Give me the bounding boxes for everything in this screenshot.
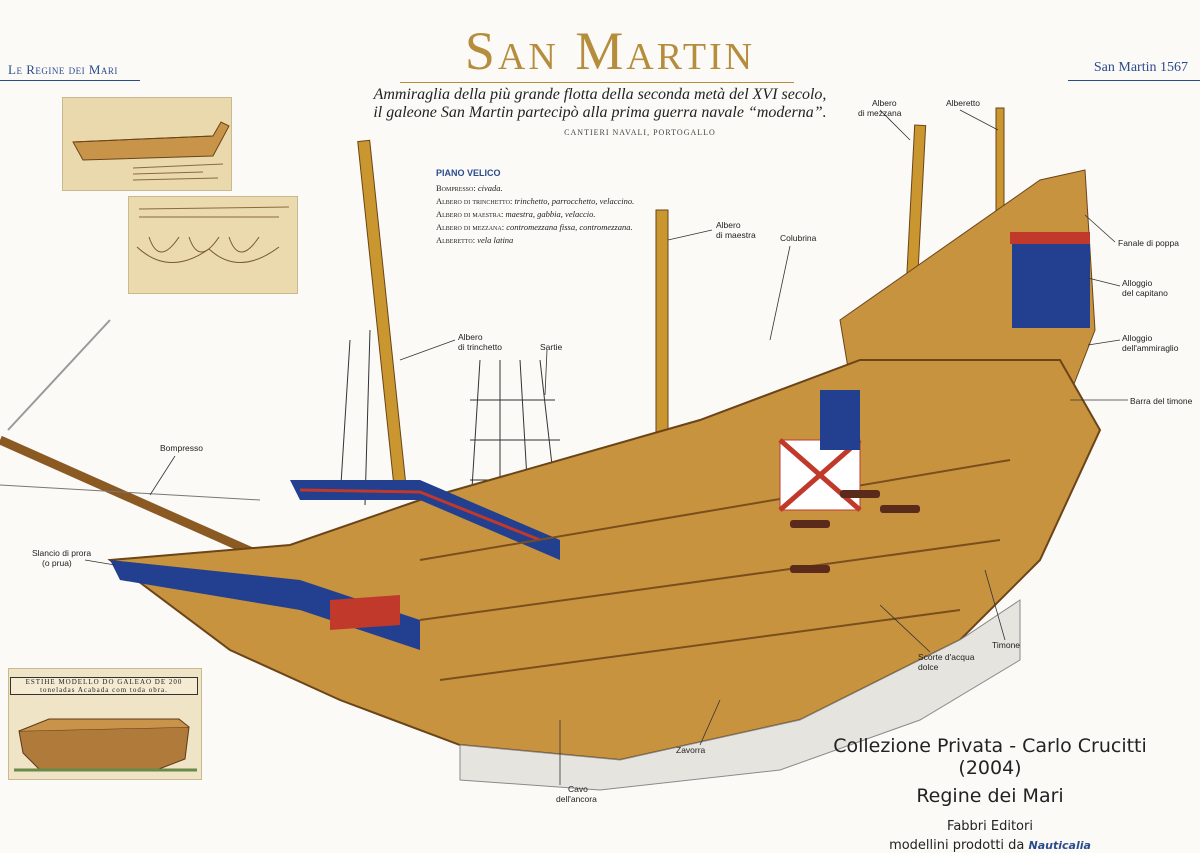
- label-scorte-acqua: Scorte d'acqua dolce: [918, 652, 975, 672]
- deck-blue-panel: [820, 390, 860, 450]
- label-alloggio-capitano: Alloggio del capitano: [1122, 278, 1168, 298]
- callout-leaders: [84, 109, 1128, 785]
- sail-plan-row: Bompresso: civada.: [436, 183, 503, 193]
- bow-red-panel: [330, 595, 400, 630]
- label-cavo-ancora: Cavo dell'ancora: [556, 784, 597, 804]
- nauticalia-logo: Nauticalia: [1028, 839, 1091, 852]
- jib-boom: [7, 319, 111, 431]
- ship-year-label: San Martin 1567: [1093, 60, 1188, 75]
- period-drawing-hull: [128, 196, 298, 294]
- interior-decks: [419, 459, 1011, 681]
- subtitle-line-1: Ammiraglia della più grande flotta della…: [373, 86, 827, 103]
- old-model-caption: ESTIHE MODELLO DO GALEAO DE 200 tonelada…: [10, 677, 198, 695]
- stern-trim: [1010, 232, 1090, 244]
- foremast: [357, 139, 407, 491]
- period-drawing-ship-image: [63, 98, 231, 190]
- title-rule: [400, 82, 794, 83]
- series-label: Le Regine dei Mari: [8, 62, 118, 77]
- label-alloggio-ammiraglio: Alloggio dell'ammiraglio: [1122, 333, 1179, 353]
- label-alberetto: Alberetto: [946, 98, 981, 108]
- credits-series: Regine dei Mari: [916, 785, 1064, 807]
- bow-blue-band: [110, 560, 420, 650]
- label-slancio: Slancio di prora (o prua): [32, 548, 92, 568]
- shipyard-note: CANTIERI NAVALI, PORTOGALLO: [564, 128, 716, 137]
- credits-block: Collezione Privata - Carlo Crucitti (200…: [800, 735, 1180, 853]
- header-rule-left: [0, 80, 140, 81]
- label-albero-maestra: Albero di maestra: [716, 220, 756, 240]
- credits-publisher: Fabbri Editori: [947, 819, 1033, 834]
- sail-plan-row: Albero di maestra: maestra, gabbia, vela…: [436, 209, 596, 219]
- label-bompresso: Bompresso: [160, 443, 203, 453]
- label-sartie: Sartie: [540, 342, 563, 352]
- sail-plan-row: Albero di mezzana: contromezzana fissa, …: [436, 222, 633, 232]
- page-title: San Martin: [464, 21, 756, 81]
- label-zavorra: Zavorra: [676, 745, 706, 755]
- label-colubrina: Colubrina: [780, 233, 817, 243]
- subtitle-line-2: il galeone San Martin partecipò alla pri…: [373, 104, 827, 121]
- bowsprit-spar: [0, 435, 272, 565]
- period-drawing-hull-image: [129, 197, 297, 293]
- old-model-image: [14, 718, 197, 772]
- label-timone: Timone: [992, 640, 1021, 650]
- credits-producer: modellini prodotti da Nauticalia: [889, 838, 1091, 853]
- label-albero-mezzana: Albero di mezzana: [858, 98, 902, 118]
- sail-plan-row: Alberetto: vela latina: [436, 235, 514, 245]
- label-barra-timone: Barra del timone: [1130, 396, 1193, 406]
- sail-plan-box: PIANO VELICO Bompresso: civada. Albero d…: [436, 167, 666, 247]
- label-albero-trinchetto: Albero di trinchetto: [458, 332, 502, 352]
- subtitle: Ammiraglia della più grande flotta della…: [330, 86, 870, 122]
- sail-plan-row: Albero di trinchetto: trinchetto, parroc…: [436, 196, 635, 206]
- label-fanale-poppa: Fanale di poppa: [1118, 238, 1179, 248]
- sail-plan-heading: PIANO VELICO: [436, 168, 501, 178]
- cannon-row: [790, 490, 920, 573]
- hull-underwater: [459, 599, 1021, 791]
- credits-collection: Collezione Privata - Carlo Crucitti (200…: [833, 735, 1147, 779]
- header-rule-right: [1068, 80, 1200, 81]
- period-drawing-ship: [62, 97, 232, 191]
- captain-cabin-panel: [1012, 238, 1090, 328]
- forecastle-stripe: [290, 480, 560, 560]
